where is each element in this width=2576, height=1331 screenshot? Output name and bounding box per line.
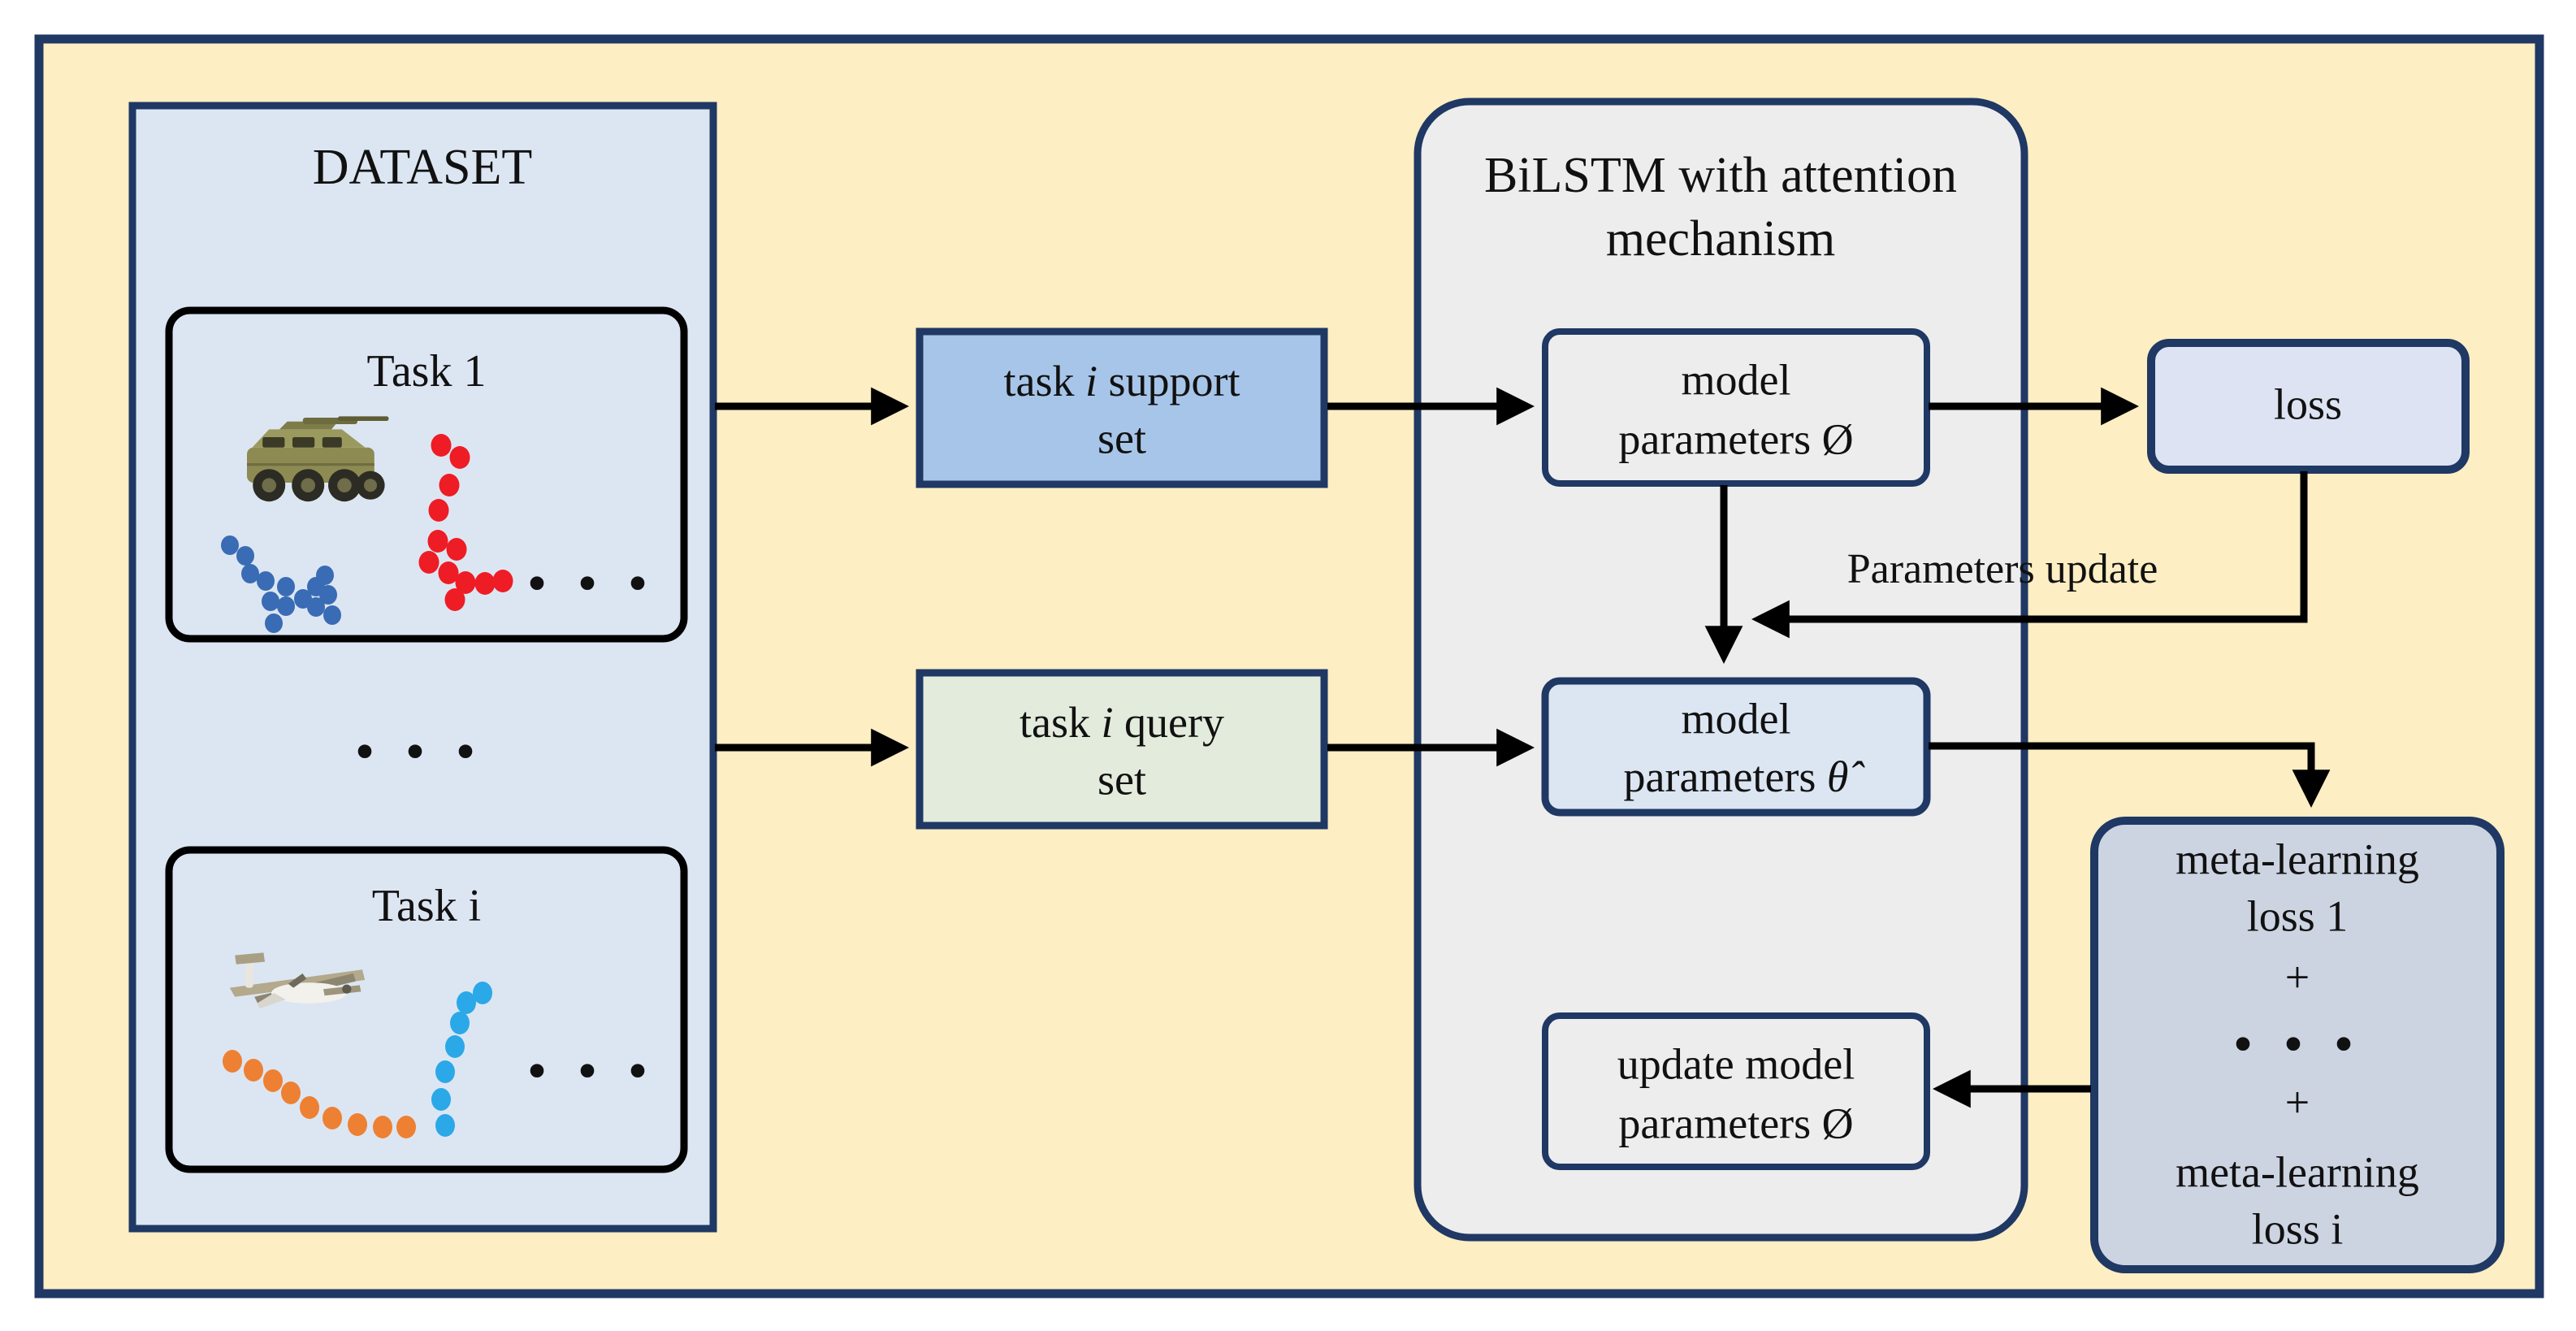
task-i-title: Task i bbox=[372, 881, 482, 931]
meta-loss-line7: loss i bbox=[2252, 1204, 2344, 1253]
support-set-line2: set bbox=[1098, 414, 1146, 462]
task-query-set-box[interactable] bbox=[916, 669, 1328, 830]
task-support-set-box[interactable] bbox=[916, 327, 1328, 488]
query-set-line2: set bbox=[1098, 755, 1146, 804]
meta-learning-loss-box[interactable] bbox=[2090, 817, 2505, 1273]
meta-loss-line3: + bbox=[2285, 952, 2310, 1001]
task-i-ellipsis: • • • bbox=[527, 1040, 656, 1103]
task-1-red-track bbox=[418, 434, 513, 611]
edge-theta-to-meta-loss bbox=[1929, 742, 2331, 809]
model-parameters-theta-box[interactable] bbox=[1541, 677, 1931, 817]
task-1-blue-track bbox=[221, 535, 341, 633]
update-phi-line2: parameters Ø bbox=[1618, 1099, 1853, 1147]
meta-loss-line1: meta-learning bbox=[2176, 835, 2419, 883]
loss-box[interactable] bbox=[2147, 339, 2470, 474]
phi-box-line1: model bbox=[1682, 355, 1791, 404]
task-i-cyan-track bbox=[431, 982, 492, 1137]
update-phi-line1: update model bbox=[1617, 1039, 1855, 1088]
task-1-card[interactable] bbox=[165, 306, 688, 643]
meta-loss-line2: loss 1 bbox=[2247, 891, 2349, 940]
bilstm-title-line1: BiLSTM with attention bbox=[1484, 148, 1957, 203]
task-1-ellipsis: • • • bbox=[527, 553, 656, 615]
parameters-update-label: Parameters update bbox=[1847, 546, 2158, 592]
meta-loss-ellipsis: • • • bbox=[2233, 1013, 2362, 1076]
dataset-tasks-ellipsis: • • • bbox=[355, 721, 484, 783]
edge-loss-to-parameters-update bbox=[1751, 471, 2308, 639]
model-parameters-phi-box[interactable] bbox=[1542, 328, 1930, 487]
theta-box-line1: model bbox=[1682, 694, 1791, 743]
task-i-orange-track bbox=[223, 1050, 416, 1138]
phi-box-line2: parameters Ø bbox=[1618, 414, 1853, 463]
support-set-line1: task i support bbox=[1003, 357, 1240, 405]
loss-box-label: loss bbox=[2274, 379, 2342, 428]
task-1-title: Task 1 bbox=[367, 346, 487, 397]
meta-loss-line5: + bbox=[2285, 1077, 2310, 1126]
theta-box-line2: parameters θ̂ bbox=[1624, 752, 1866, 801]
bilstm-title-line2: mechanism bbox=[1606, 211, 1835, 267]
dataset-panel-title: DATASET bbox=[313, 140, 533, 195]
update-model-parameters-box[interactable] bbox=[1542, 1012, 1930, 1170]
meta-loss-line6: meta-learning bbox=[2176, 1147, 2419, 1196]
query-set-line1: task i query bbox=[1020, 698, 1224, 747]
